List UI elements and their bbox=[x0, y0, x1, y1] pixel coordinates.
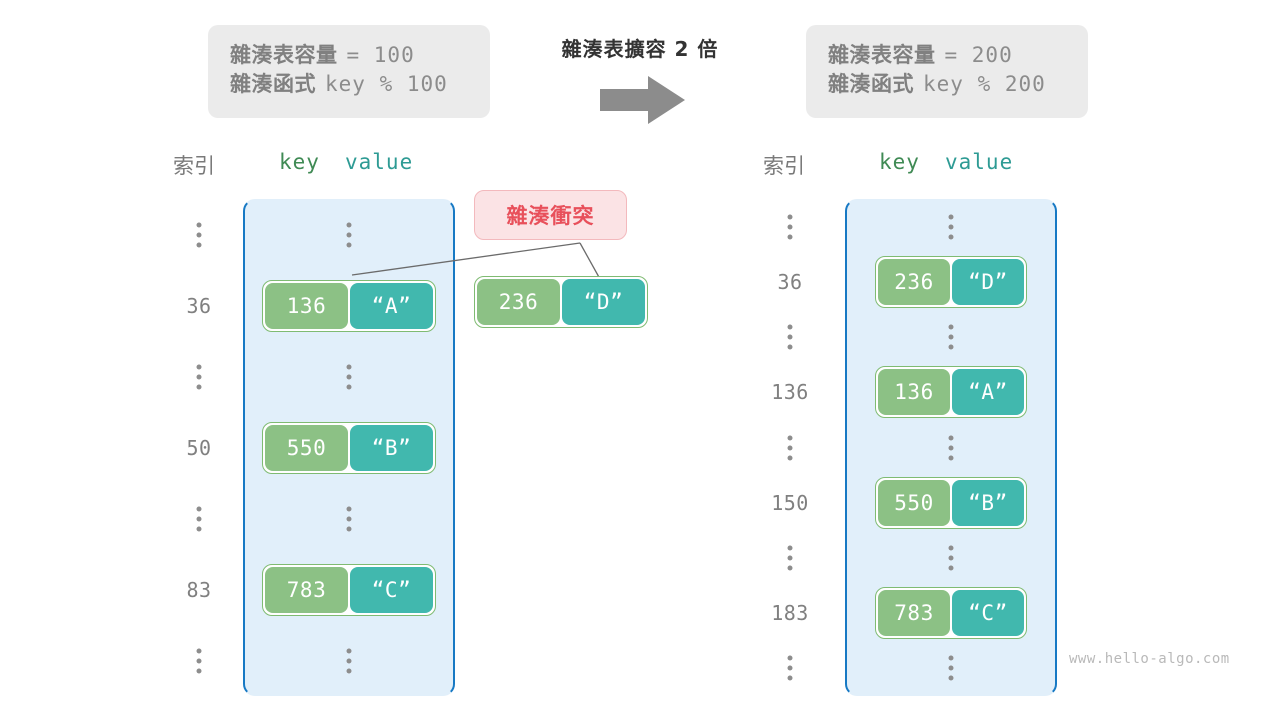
hash-entry-key: 236 bbox=[878, 258, 950, 305]
hash-entry-value: “B” bbox=[350, 424, 433, 471]
hash-entry-value: “C” bbox=[350, 566, 433, 613]
index-label: 136 bbox=[771, 380, 809, 405]
hash-entry: 236“D” bbox=[875, 255, 1027, 308]
hash-entry-key: 783 bbox=[265, 566, 348, 613]
before-header-key: key bbox=[279, 150, 320, 174]
collision-badge: 雜湊衝突 bbox=[474, 190, 627, 240]
collision-entry-value: “D” bbox=[562, 279, 645, 325]
after-capacity-line: 雜湊表容量 = 200 bbox=[828, 41, 1066, 70]
before-header-value: value bbox=[345, 150, 414, 174]
hash-entry-value: “D” bbox=[952, 258, 1024, 305]
bucket-ellipsis bbox=[346, 222, 352, 247]
bucket-ellipsis bbox=[948, 324, 954, 350]
index-ellipsis bbox=[787, 324, 793, 350]
index-ellipsis bbox=[787, 655, 793, 681]
bucket-ellipsis bbox=[948, 435, 954, 460]
index-label: 183 bbox=[771, 601, 809, 626]
before-header-index: 索引 bbox=[173, 154, 215, 178]
before-info-box: 雜湊表容量 = 100 雜湊函式 key % 100 bbox=[208, 25, 490, 118]
index-ellipsis bbox=[787, 435, 793, 460]
index-label: 50 bbox=[186, 435, 212, 460]
index-ellipsis bbox=[787, 545, 793, 571]
before-function-value: key % 100 bbox=[325, 71, 448, 96]
hash-entry: 136“A” bbox=[262, 279, 436, 332]
bucket-ellipsis bbox=[948, 545, 954, 571]
after-function-line: 雜湊函式 key % 200 bbox=[828, 70, 1066, 99]
hash-entry-value: “A” bbox=[350, 282, 433, 329]
after-function-value: key % 200 bbox=[923, 71, 1046, 96]
index-ellipsis bbox=[196, 222, 202, 247]
hash-entry: 783“C” bbox=[875, 587, 1027, 640]
hash-entry-key: 136 bbox=[265, 282, 348, 329]
index-label: 83 bbox=[186, 577, 212, 602]
hash-entry: 550“B” bbox=[875, 476, 1027, 529]
before-capacity-label: 雜湊表容量 bbox=[230, 43, 338, 67]
bucket-ellipsis bbox=[948, 655, 954, 681]
watermark: www.hello-algo.com bbox=[1069, 651, 1230, 667]
collision-label: 雜湊衝突 bbox=[506, 204, 595, 228]
after-header-value: value bbox=[945, 150, 1014, 174]
hash-entry: 136“A” bbox=[875, 366, 1027, 419]
index-ellipsis bbox=[196, 364, 202, 389]
hash-entry-key: 783 bbox=[878, 590, 950, 637]
before-capacity-line: 雜湊表容量 = 100 bbox=[230, 41, 468, 70]
before-capacity-value: = 100 bbox=[346, 43, 415, 67]
index-label: 150 bbox=[771, 490, 809, 515]
after-info-box: 雜湊表容量 = 200 雜湊函式 key % 200 bbox=[806, 25, 1088, 118]
collision-entry: 236 “D” bbox=[474, 276, 648, 328]
after-capacity-label: 雜湊表容量 bbox=[828, 43, 936, 67]
hash-entry-value: “C” bbox=[952, 590, 1024, 637]
index-label: 36 bbox=[186, 293, 212, 318]
after-capacity-value: = 200 bbox=[944, 43, 1013, 67]
hash-entry: 783“C” bbox=[262, 563, 436, 616]
bucket-ellipsis bbox=[346, 648, 352, 673]
hash-entry-key: 136 bbox=[878, 369, 950, 416]
bucket-ellipsis bbox=[346, 506, 352, 531]
after-header-key: key bbox=[879, 150, 920, 174]
collision-entry-key: 236 bbox=[477, 279, 560, 325]
hash-entry: 550“B” bbox=[262, 421, 436, 474]
bucket-ellipsis bbox=[346, 364, 352, 389]
hash-entry-key: 550 bbox=[878, 479, 950, 526]
index-ellipsis bbox=[196, 506, 202, 531]
before-function-line: 雜湊函式 key % 100 bbox=[230, 70, 468, 99]
bucket-ellipsis bbox=[948, 214, 954, 240]
hash-entry-value: “B” bbox=[952, 479, 1024, 526]
after-header-index: 索引 bbox=[763, 154, 805, 178]
hash-entry-key: 550 bbox=[265, 424, 348, 471]
hash-entry-value: “A” bbox=[952, 369, 1024, 416]
right-arrow-icon bbox=[600, 76, 685, 124]
after-function-label: 雜湊函式 bbox=[828, 71, 914, 96]
transition-label: 雜湊表擴容 2 倍 bbox=[561, 37, 719, 61]
index-ellipsis bbox=[196, 648, 202, 673]
before-function-label: 雜湊函式 bbox=[230, 71, 316, 96]
index-ellipsis bbox=[787, 214, 793, 240]
index-label: 36 bbox=[777, 269, 803, 294]
